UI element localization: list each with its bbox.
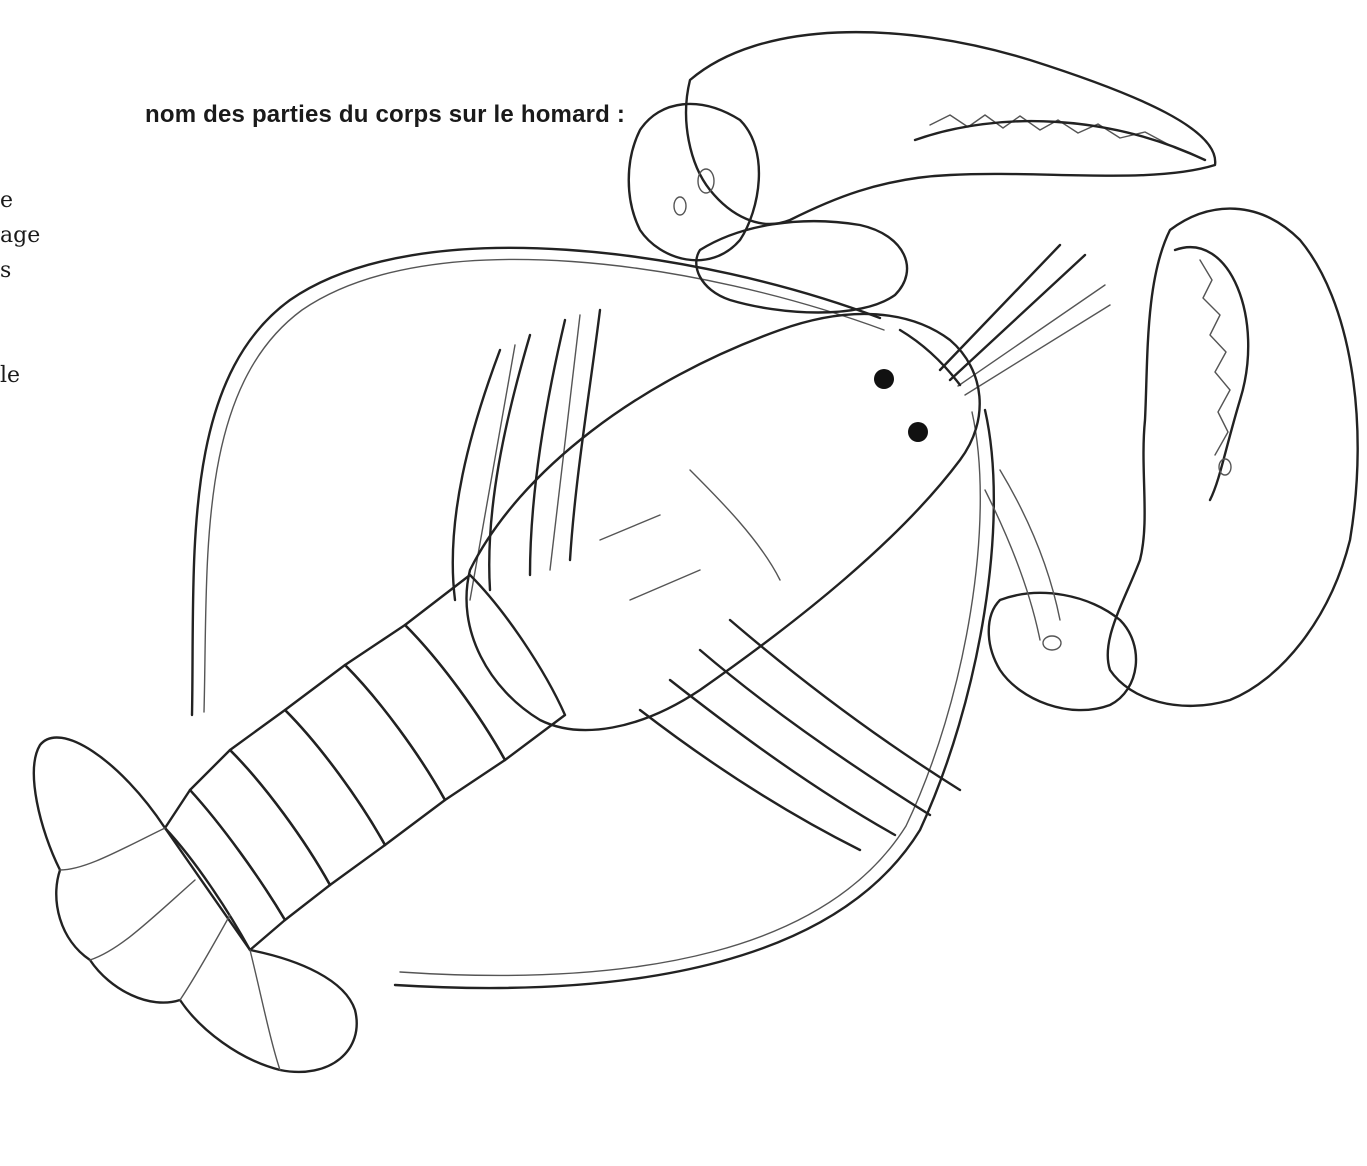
carapace [466,314,979,730]
abdomen-segment [345,625,505,800]
antennule [940,245,1060,370]
word-list-item: s [0,253,40,288]
tail-fan-division [90,880,195,960]
word-list-item: le [0,358,40,393]
tail-fan [34,738,357,1072]
abdomen-segment [165,790,285,950]
tail-fan-division [60,828,165,870]
walking-leg [700,650,930,815]
abdomen-segment [285,665,445,845]
walking-leg [470,345,515,600]
carapace-groove [690,470,780,580]
tail-fan-division [250,950,280,1070]
instruction-heading: nom des parties du corps sur le homard : [145,101,625,129]
upper-claw-merus [696,221,907,312]
left-antenna-inner [204,259,884,712]
lower-claw-teeth [1200,260,1230,455]
lower-claw [1108,209,1358,706]
antennule [950,255,1085,380]
walking-leg [530,320,565,575]
antennule [958,285,1105,386]
lower-claw-carpus [989,593,1136,710]
word-list-item [0,288,40,323]
word-list-item [0,323,40,358]
eye [874,369,894,389]
walking-leg [640,710,860,850]
upper-claw [686,32,1215,224]
carapace-groove [600,515,660,540]
walking-leg [730,620,960,790]
abdomen-segment [230,710,385,885]
body-part-word-list: e age s le [0,183,40,393]
right-antenna-inner [400,412,980,975]
lower-claw-fixed-finger [1175,247,1248,500]
carapace-groove [630,570,700,600]
tail-fan-division [180,915,230,1000]
claw-spot [674,197,686,215]
word-list-item: e [0,183,40,218]
claw-spot [1043,636,1061,650]
upper-claw-carpus [629,104,759,260]
word-list-item: age [0,218,40,253]
antennule [965,305,1110,395]
abdomen-segment [405,575,565,760]
eye [908,422,928,442]
claw-spot [698,169,714,193]
